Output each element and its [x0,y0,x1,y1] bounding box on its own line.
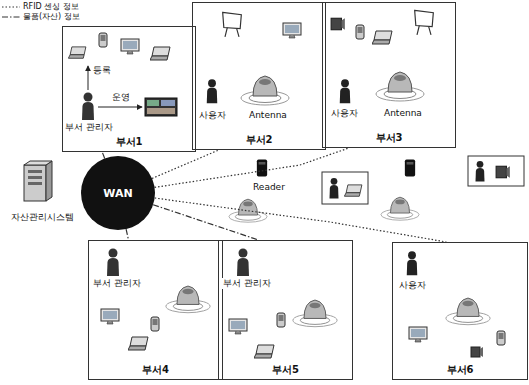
network-label: WAN [103,187,132,200]
annotation-label: 부서 관리자 [222,278,272,289]
department-box: 부서3 [322,2,456,148]
node-label: 자산관리시스템 [2,211,82,224]
legend-sample [2,14,20,20]
department-box: 부서5 [218,240,353,380]
annotation-label: 부서 관리자 [64,122,114,133]
node-label: 부서4 [89,363,222,377]
node-label: 부서3 [323,131,455,145]
wan-circle: WAN [81,156,155,230]
department-box: 부서6 [392,242,528,380]
annotation-label: Antenna [383,108,423,119]
annotation-label: Reader [252,182,286,193]
legend-text: RFID 센싱 정보 [23,2,79,12]
network-link [155,198,447,242]
legend: RFID 센싱 정보물품(자산) 정보 [2,2,80,22]
legend-sample [2,4,20,10]
annotation-label: 운영 [111,92,131,103]
department-box: 부서2 [192,2,326,150]
annotation-label: 사용자 [330,108,359,119]
annotation-label: Antenna [248,110,288,121]
node-label: 부서1 [63,135,195,149]
department-box: 부서1 [62,26,196,152]
legend-text: 물품(자산) 정보 [23,12,80,22]
annotation-label: 등록 [92,65,112,76]
node-label: 부서5 [219,363,352,377]
legend-entry: RFID 센싱 정보 [2,2,80,12]
node-label: 부서6 [393,363,527,377]
node-label: 부서2 [193,133,325,147]
network-link [152,150,219,179]
legend-line [2,7,20,8]
department-box: 부서4 [88,240,223,380]
annotation-label: 사용자 [198,110,227,121]
legend-entry: 물품(자산) 정보 [2,12,80,22]
network-link [126,229,128,240]
annotation-label: 부서 관리자 [92,278,142,289]
annotation-label: 사용자 [398,280,427,291]
legend-line [2,17,20,18]
server-node: 자산관리시스템 [2,158,82,224]
